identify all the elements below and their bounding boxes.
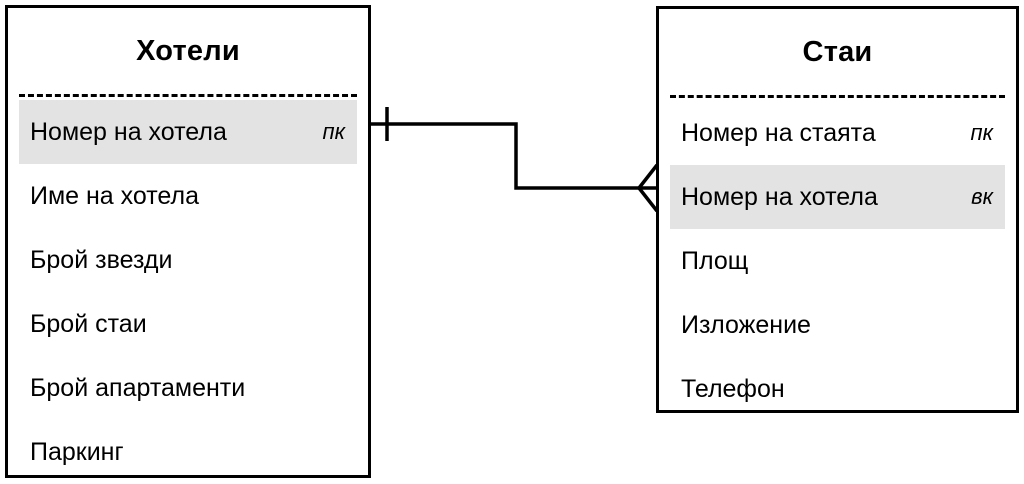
attribute-name: Брой стаи	[30, 309, 147, 338]
entity-header-divider	[19, 94, 357, 97]
attribute-name: Номер на стаята	[681, 118, 876, 147]
attribute-name: Брой звезди	[30, 245, 173, 274]
entity-title-rooms: Стаи	[802, 36, 873, 68]
attribute-row[interactable]: Име на хотела	[19, 164, 357, 228]
attribute-row[interactable]: Паркинг	[19, 420, 357, 484]
entity-box-hotels[interactable]: Хотели Номер на хотела пк Име на хотела …	[5, 5, 371, 478]
attribute-name: Паркинг	[30, 437, 124, 466]
relationship-line	[369, 122, 659, 190]
entity-header-divider	[670, 95, 1005, 98]
attribute-name: Номер на хотела	[30, 117, 227, 146]
attribute-row[interactable]: Брой стаи	[19, 292, 357, 356]
attribute-row[interactable]: Брой апартаменти	[19, 356, 357, 420]
attribute-row[interactable]: Номер на стаята пк	[670, 101, 1005, 165]
attribute-row[interactable]: Брой звезди	[19, 228, 357, 292]
attribute-name: Площ	[681, 246, 749, 275]
attribute-key-badge: пк	[970, 120, 994, 145]
attribute-name: Номер на хотела	[681, 182, 878, 211]
attribute-key-badge: вк	[971, 184, 993, 209]
attribute-name: Брой апартаменти	[30, 373, 246, 402]
attribute-row[interactable]: Телефон	[670, 357, 1005, 421]
attribute-row[interactable]: Номер на хотела пк	[19, 100, 357, 164]
entity-title-hotels: Хотели	[136, 35, 240, 67]
attribute-row[interactable]: Площ	[670, 229, 1005, 293]
attribute-row[interactable]: Изложение	[670, 293, 1005, 357]
attribute-name: Изложение	[681, 310, 811, 339]
entity-box-rooms[interactable]: Стаи Номер на стаята пк Номер на хотела …	[656, 6, 1019, 413]
attribute-key-badge: пк	[322, 119, 346, 144]
cardinality-many-crowsfoot	[637, 163, 659, 213]
attribute-name: Телефон	[681, 374, 785, 403]
attribute-name: Име на хотела	[30, 181, 199, 210]
attribute-list-hotels: Номер на хотела пк Име на хотела Брой зв…	[8, 100, 368, 484]
attribute-list-rooms: Номер на стаята пк Номер на хотела вк Пл…	[659, 101, 1016, 421]
attribute-row[interactable]: Номер на хотела вк	[670, 165, 1005, 229]
